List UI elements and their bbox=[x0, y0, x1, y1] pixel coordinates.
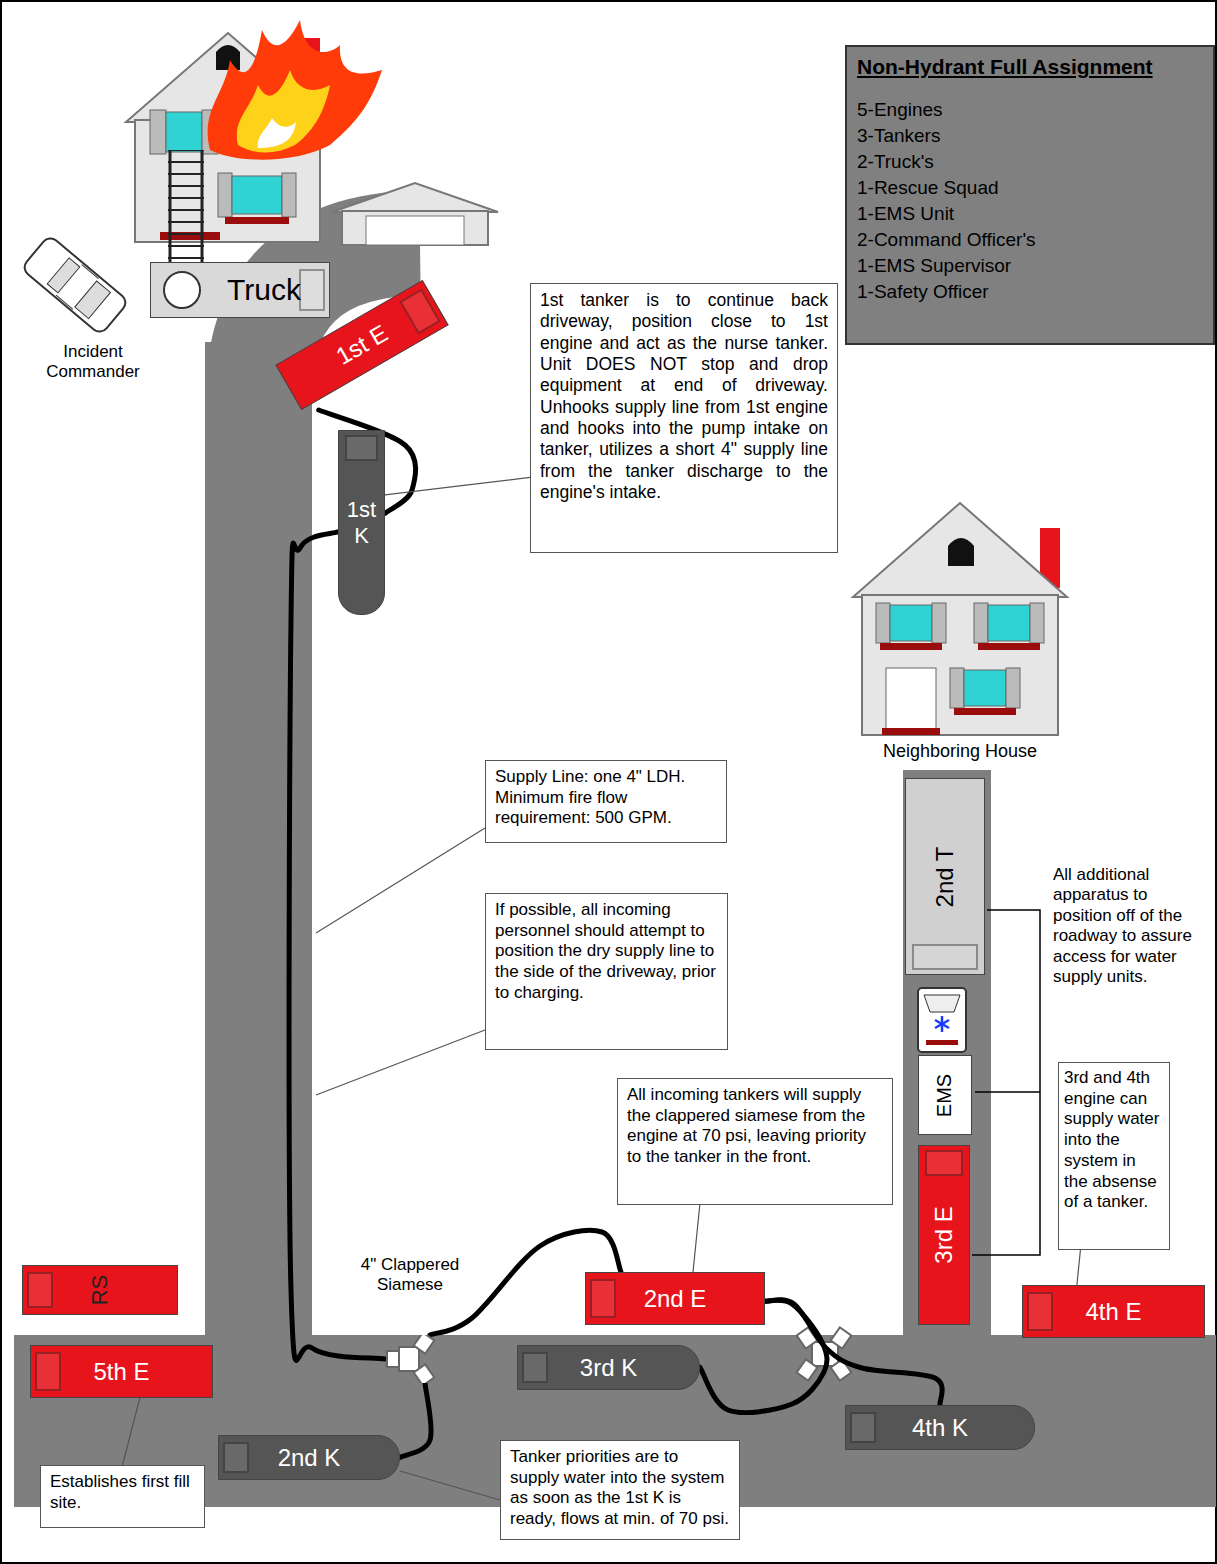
list-item: 3-Tankers bbox=[857, 123, 1203, 149]
cab-outline bbox=[590, 1279, 616, 1318]
apparatus-label: 2nd T bbox=[931, 846, 959, 907]
callout-text: Tanker priorities are to supply water in… bbox=[510, 1447, 730, 1530]
callout-text: Establishes first fill site. bbox=[50, 1472, 195, 1513]
apparatus: 4th E bbox=[1022, 1285, 1205, 1338]
cab-outline bbox=[299, 269, 325, 311]
callout-text: If possible, all incoming personnel shou… bbox=[495, 900, 718, 1004]
apparatus: 2nd T bbox=[905, 778, 985, 975]
annotation-label: Incident Commander bbox=[18, 342, 168, 383]
siamese-symbol bbox=[385, 1335, 435, 1383]
annotation-label: All additional apparatus to position off… bbox=[1053, 865, 1205, 987]
apparatus: 3rd K bbox=[517, 1345, 700, 1390]
apparatus: 2nd E bbox=[585, 1272, 765, 1325]
callout-text: Supply Line: one 4" LDH. Minimum fire fl… bbox=[495, 767, 717, 829]
callout-text: 1st tanker is to continue back driveway,… bbox=[540, 290, 828, 503]
callout-box: If possible, all incoming personnel shou… bbox=[485, 893, 728, 1050]
apparatus-label: 3rd K bbox=[580, 1354, 637, 1382]
cab-outline bbox=[1027, 1292, 1053, 1331]
burning-house bbox=[126, 20, 382, 300]
callout-pointer bbox=[400, 1471, 500, 1500]
apparatus: 5th E bbox=[30, 1345, 213, 1398]
apparatus: Truck bbox=[150, 262, 330, 318]
neighboring-house bbox=[853, 503, 1067, 735]
list-item: 1-EMS Unit bbox=[857, 201, 1203, 227]
callout-pointer bbox=[385, 477, 530, 494]
callout-text: All incoming tankers will supply the cla… bbox=[627, 1085, 883, 1168]
cab-outline bbox=[912, 944, 978, 970]
apparatus-label: EMS bbox=[934, 1073, 957, 1116]
cab-outline bbox=[522, 1352, 548, 1383]
callout-box: 1st tanker is to continue back driveway,… bbox=[530, 283, 838, 553]
supply-hose bbox=[289, 532, 385, 1361]
callout-box: 3rd and 4th engine can supply water into… bbox=[1058, 1062, 1170, 1250]
apparatus-label: 4th E bbox=[1085, 1298, 1141, 1326]
callout-box: Tanker priorities are to supply water in… bbox=[500, 1440, 740, 1540]
fitting-label: 4" Clappered Siamese bbox=[350, 1255, 470, 1296]
roads bbox=[14, 243, 1216, 1507]
apparatus: 3rd E bbox=[918, 1145, 970, 1325]
list-item: 5-Engines bbox=[857, 97, 1203, 123]
cab-outline bbox=[27, 1272, 53, 1308]
callout-box: All incoming tankers will supply the cla… bbox=[617, 1078, 893, 1205]
list-item: 2-Command Officer's bbox=[857, 227, 1203, 253]
assignment-box: Non-Hydrant Full Assignment 5-Engines3-Ta… bbox=[845, 45, 1215, 345]
apparatus: 4th K bbox=[845, 1405, 1035, 1450]
list-item: 2-Truck's bbox=[857, 149, 1203, 175]
list-item: 1-Safety Officer bbox=[857, 279, 1203, 305]
callout-box: Supply Line: one 4" LDH. Minimum fire fl… bbox=[485, 760, 727, 843]
box-heading: Non-Hydrant Full Assignment bbox=[857, 55, 1203, 79]
apparatus-label: RS bbox=[87, 1275, 113, 1306]
leader-line bbox=[316, 828, 485, 1095]
cab-outline bbox=[35, 1352, 61, 1391]
supply-hose bbox=[400, 1383, 431, 1458]
apparatus-label: Truck bbox=[227, 273, 301, 307]
clappered-siamese: 4" Clappered Siamese bbox=[385, 1335, 435, 1383]
apparatus-label: 3rd E bbox=[930, 1206, 958, 1263]
callout-text: 3rd and 4th engine can supply water into… bbox=[1064, 1068, 1164, 1213]
apparatus-label: 5th E bbox=[93, 1358, 149, 1386]
callout-box: Establishes first fill site. bbox=[40, 1465, 205, 1528]
callout-pointer bbox=[693, 1205, 700, 1272]
cab-outline bbox=[850, 1412, 876, 1443]
turntable bbox=[163, 271, 201, 309]
apparatus-label: 4th K bbox=[912, 1414, 968, 1442]
supply-hose bbox=[765, 1300, 942, 1405]
annotation-label: Neighboring House bbox=[855, 741, 1065, 763]
apparatus-label: 2nd K bbox=[278, 1444, 341, 1472]
apparatus: 2nd K bbox=[218, 1435, 400, 1480]
cab-outline bbox=[345, 435, 378, 461]
apparatus: EMS bbox=[918, 1055, 972, 1135]
callout-pointer bbox=[123, 1398, 140, 1465]
apparatus: RS bbox=[22, 1265, 178, 1315]
cab-outline bbox=[223, 1442, 249, 1473]
garage bbox=[332, 183, 498, 245]
apparatus-label: 1st K bbox=[342, 497, 382, 548]
list-item: 1-EMS Supervisor bbox=[857, 253, 1203, 279]
cab-outline bbox=[925, 1150, 963, 1176]
callout-pointer bbox=[1077, 1250, 1081, 1285]
list-item: 1-Rescue Squad bbox=[857, 175, 1203, 201]
apparatus-label: 2nd E bbox=[644, 1285, 707, 1313]
apparatus: 1st K bbox=[338, 430, 385, 615]
ems-supervisor-car bbox=[918, 988, 966, 1052]
command-car bbox=[21, 235, 129, 336]
